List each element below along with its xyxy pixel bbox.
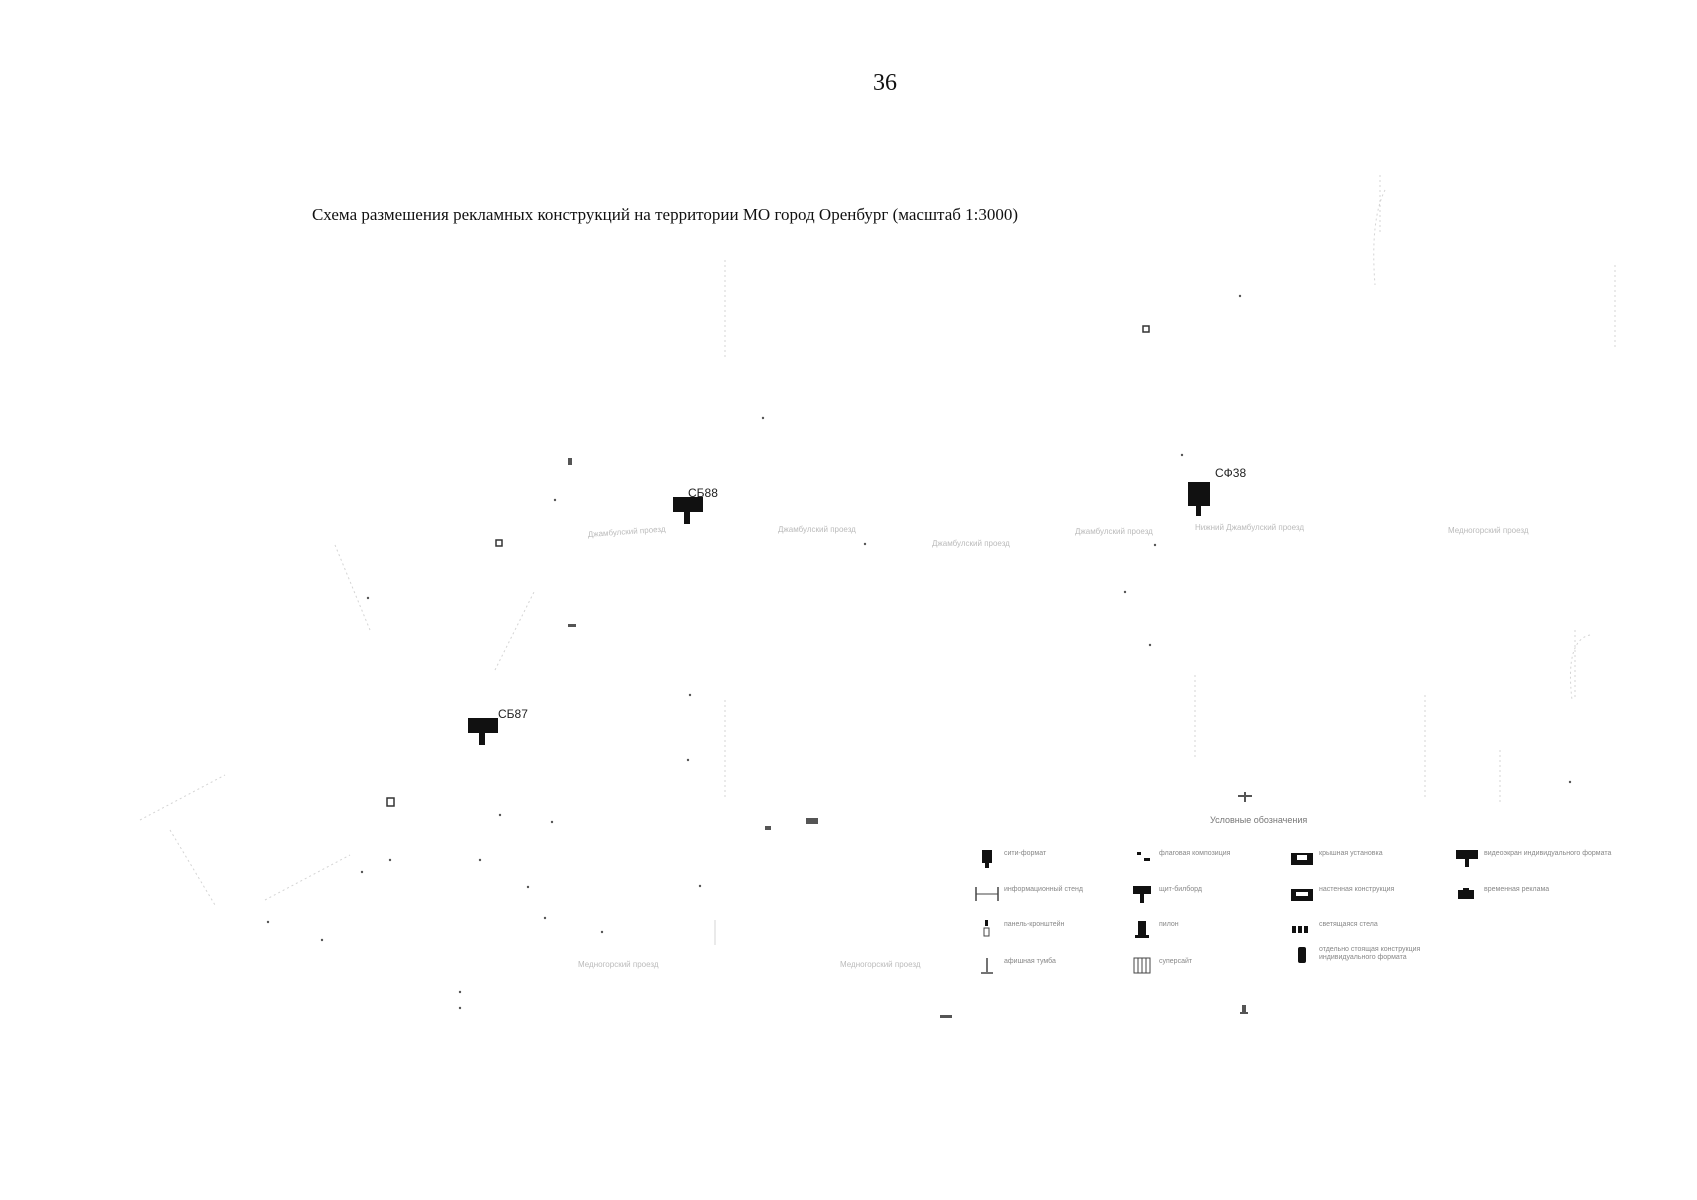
street-label: Джамбулский проезд	[588, 525, 667, 539]
street-label: Джамбулский проезд	[1075, 527, 1153, 536]
legend-item: крышная установка	[1285, 847, 1450, 869]
legend-label: крышная установка	[1319, 850, 1383, 857]
legend-item: афишная тумба	[970, 955, 1135, 977]
facade-construction-icon	[1291, 889, 1313, 901]
legend-title: Условные обозначения	[1210, 815, 1308, 825]
page-number: 36	[873, 70, 897, 96]
legend-label: панель-кронштейн	[1004, 921, 1065, 928]
road-lines	[139, 175, 1616, 945]
map-legend: Условные обозначения сити-формат флагова…	[960, 815, 1660, 990]
video-screen-icon	[1456, 850, 1478, 867]
street-label: Нижний Джамбулский проезд	[1195, 523, 1304, 532]
marker-sb87[interactable]: СБ87	[468, 707, 528, 745]
legend-label: флаговая композиция	[1159, 850, 1231, 857]
legend-label: отдельно стоящая конструкция индивидуаль…	[1319, 946, 1421, 961]
info-stand-icon	[975, 887, 999, 901]
legend-label: светящаяся стела	[1319, 921, 1378, 928]
billboard-icon	[1133, 886, 1151, 903]
legend-item: суперсайт	[1125, 955, 1290, 977]
marker-sf38[interactable]: СФ38	[1188, 466, 1246, 516]
legend-label: видеоэкран индивидуального формата	[1484, 850, 1612, 857]
legend-item: сити-формат	[970, 847, 1135, 869]
individual-format-icon	[1298, 947, 1306, 963]
legend-label: информационный стенд	[1004, 886, 1083, 893]
legend-label: щит-билборд	[1159, 886, 1202, 893]
marker-code: СФ38	[1215, 466, 1246, 480]
temporary-construction-icon	[1458, 888, 1474, 899]
legend-item: видеоэкран индивидуального формата	[1450, 847, 1615, 869]
legend-label: суперсайт	[1159, 958, 1193, 965]
legend-item: щит-билборд	[1125, 883, 1290, 905]
legend-item: светящаяся стела	[1285, 918, 1450, 940]
marker-sb88[interactable]: СБ88	[673, 486, 718, 524]
pylon-icon	[1135, 921, 1149, 938]
street-label: Медногорский проезд	[578, 960, 659, 969]
street-label: Медногорский проезд	[840, 960, 921, 969]
map-title: Схема размешения рекламных конструкций н…	[311, 205, 1019, 224]
legend-label: афишная тумба	[1004, 958, 1056, 965]
flag-composition-icon	[1137, 852, 1150, 861]
marker-code: СБ88	[688, 486, 718, 500]
bracket-panel-icon	[983, 920, 990, 937]
street-labels: Джамбулский проезд Джамбулский проезд Дж…	[578, 523, 1529, 969]
legend-item: настенная конструкция	[1285, 883, 1450, 905]
legend-label: настенная конструкция	[1319, 886, 1395, 893]
stella-icon	[1292, 926, 1308, 933]
supersite-icon	[1133, 957, 1151, 974]
legend-item: временная реклама	[1450, 883, 1615, 905]
map-symbols	[266, 294, 1572, 1018]
legend-item: отдельно стоящая конструкция индивидуаль…	[1285, 943, 1450, 965]
legend-item: панель-кронштейн	[970, 918, 1135, 940]
poster-stand-icon	[981, 958, 993, 974]
street-label: Джамбулский проезд	[778, 525, 856, 534]
marker-code: СБ87	[498, 707, 528, 721]
street-label: Джамбулский проезд	[932, 539, 1010, 548]
street-label: Медногорский проезд	[1448, 526, 1529, 535]
city-format-icon	[982, 850, 992, 868]
roof-installation-icon	[1291, 853, 1313, 865]
legend-label: временная реклама	[1484, 886, 1550, 893]
legend-label: сити-формат	[1004, 850, 1047, 857]
legend-item: флаговая композиция	[1125, 847, 1290, 869]
legend-item: пилон	[1125, 918, 1290, 940]
legend-item: информационный стенд	[970, 883, 1135, 905]
legend-label: пилон	[1159, 921, 1179, 928]
